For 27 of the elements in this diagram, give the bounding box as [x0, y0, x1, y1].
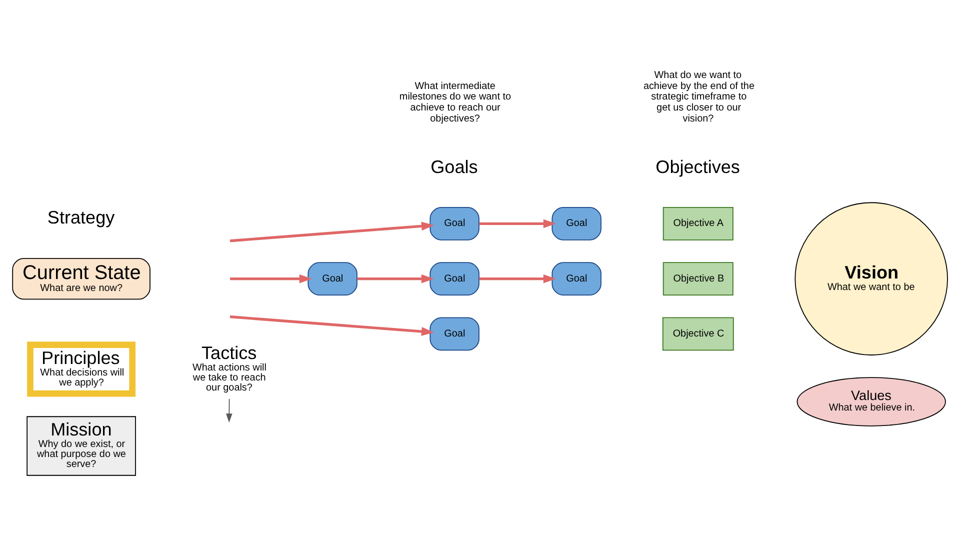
node-box: Goal	[430, 262, 480, 296]
label: What intermediate milestones do we want to achieve to reach our objectives?	[399, 80, 512, 124]
node-text: Tactics What actions will we take to reach our goals?	[192, 342, 266, 394]
arrow	[479, 219, 556, 228]
node-box: Objective C	[662, 317, 734, 351]
node-box: Goal	[552, 262, 602, 296]
label: Goals	[430, 157, 478, 178]
arrow	[479, 274, 556, 284]
arrow	[357, 274, 434, 284]
label: Strategy	[47, 208, 115, 228]
arrow	[230, 274, 312, 284]
node-box: Goal	[308, 262, 358, 296]
node-box: Mission Why do we exist, or what purpose do we serve?	[26, 416, 136, 476]
node-box: Goal	[430, 317, 480, 351]
node-box: Current State What are we now?	[12, 258, 150, 300]
label: Objectives	[656, 157, 740, 178]
node-ellipse: Values What we believe in.	[796, 377, 946, 426]
node-box: Objective B	[662, 262, 734, 296]
node-box: Goal	[552, 206, 602, 240]
arrow	[226, 398, 232, 423]
node-box: Goal	[430, 206, 480, 240]
node-box: Objective A	[662, 206, 734, 240]
arrow	[230, 315, 434, 336]
node-box: Principles What decisions will we apply?	[27, 342, 136, 397]
label: What do we want to achieve by the end of the strategic timeframe to get us closer to our vision?	[643, 70, 755, 124]
arrow	[230, 222, 434, 242]
node-circle: Vision What we want to be	[794, 202, 948, 356]
